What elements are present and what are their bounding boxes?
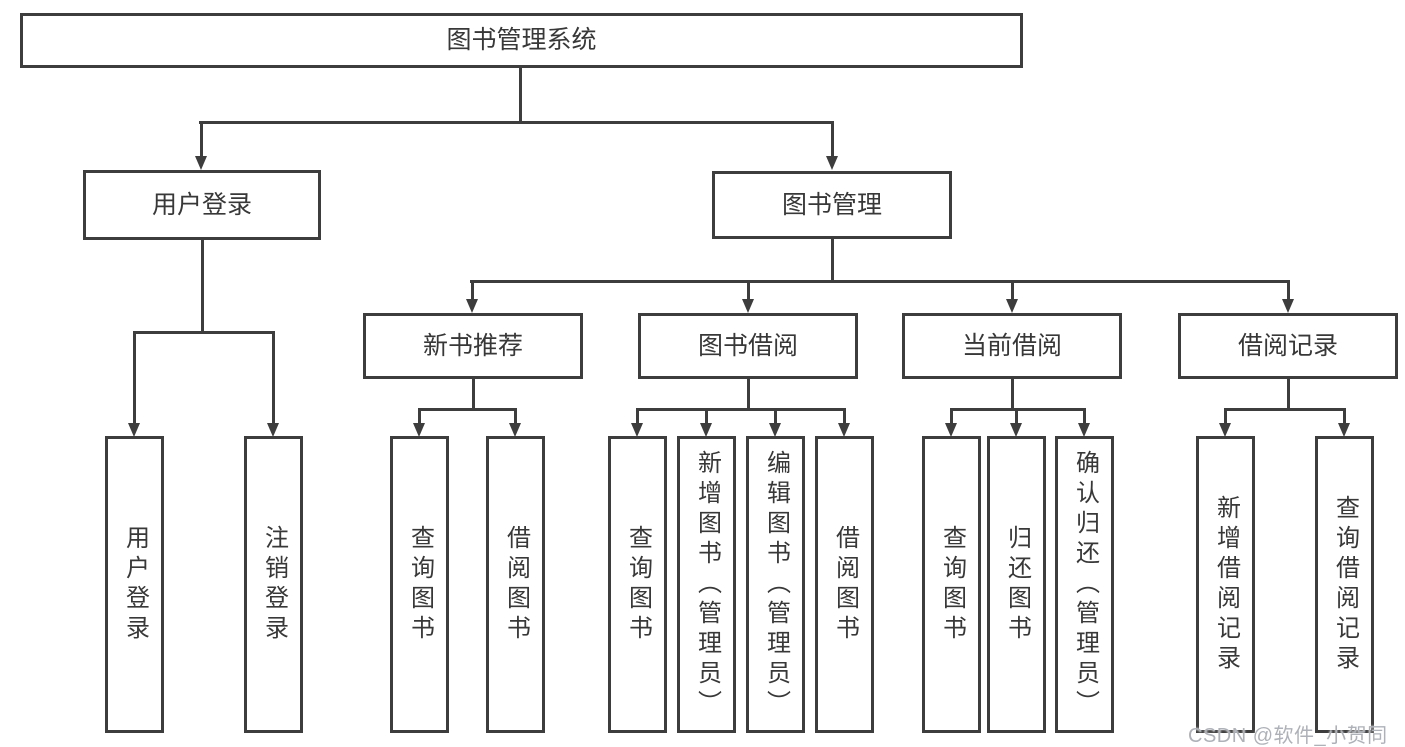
connector-drop-leaf-user-login — [133, 331, 136, 423]
connector-drop-recommend — [470, 280, 474, 299]
connector-drop — [1015, 408, 1018, 423]
arrow-down-icon — [1010, 423, 1022, 437]
arrow-down-icon — [1219, 423, 1231, 437]
connector-book-management-stem — [830, 239, 834, 280]
node-user-login: 用户登录 — [83, 170, 321, 240]
connector-current-bar — [950, 408, 1086, 411]
leaf-query-books-borrow-label: 查询图书 — [624, 524, 652, 645]
leaf-borrow-books-recommend-label: 借阅图书 — [502, 524, 530, 645]
connector-drop — [705, 408, 708, 423]
connector-drop — [514, 408, 517, 423]
arrow-down-icon — [195, 156, 207, 170]
connector-drop-borrowing — [746, 280, 750, 299]
node-user-login-label: 用户登录 — [151, 190, 252, 219]
connector-drop-book-management — [830, 121, 834, 156]
connector-drop — [1083, 408, 1086, 423]
leaf-query-books-current: 查询图书 — [922, 436, 981, 733]
connector-drop — [1224, 408, 1227, 423]
connector-records-bar — [1224, 408, 1346, 411]
connector-drop-current — [1010, 280, 1014, 299]
leaf-logout: 注销登录 — [244, 436, 303, 733]
leaf-query-books-recommend: 查询图书 — [390, 436, 449, 733]
connector-recommend-bar — [418, 408, 517, 411]
connector-current-stem — [1010, 379, 1014, 408]
arrow-down-icon — [769, 423, 781, 437]
connector-root-bar — [199, 121, 834, 124]
node-book-management-label: 图书管理 — [781, 190, 882, 219]
node-current-borrowing-label: 当前借阅 — [961, 331, 1062, 360]
arrow-down-icon — [1005, 299, 1018, 313]
leaf-add-borrow-record: 新增借阅记录 — [1196, 436, 1255, 733]
leaf-add-borrow-record-label: 新增借阅记录 — [1212, 494, 1240, 675]
arrow-down-icon — [838, 423, 850, 437]
connector-records-stem — [1286, 379, 1290, 408]
arrow-down-icon — [1078, 423, 1090, 437]
node-library-system: 图书管理系统 — [20, 13, 1023, 68]
leaf-user-login: 用户登录 — [105, 436, 164, 733]
arrow-down-icon — [631, 423, 643, 437]
node-borrowing-records-label: 借阅记录 — [1237, 331, 1338, 360]
leaf-query-borrow-record: 查询借阅记录 — [1315, 436, 1374, 733]
arrow-down-icon — [413, 423, 425, 437]
node-book-management: 图书管理 — [712, 171, 952, 239]
leaf-add-books-admin: 新增图书（管理员） — [677, 436, 736, 733]
connector-drop — [636, 408, 639, 423]
connector-drop — [843, 408, 846, 423]
node-borrowing-records: 借阅记录 — [1178, 313, 1398, 379]
connector-drop-user-login — [200, 121, 203, 156]
leaf-return-books-label: 归还图书 — [1003, 524, 1031, 645]
node-current-borrowing: 当前借阅 — [902, 313, 1122, 379]
arrow-down-icon — [1338, 423, 1350, 437]
leaf-edit-books-admin: 编辑图书（管理员） — [746, 436, 805, 733]
arrow-down-icon — [1281, 299, 1294, 313]
leaf-borrow-books-recommend: 借阅图书 — [486, 436, 545, 733]
leaf-query-books-borrow: 查询图书 — [608, 436, 667, 733]
leaf-user-login-label: 用户登录 — [121, 524, 149, 645]
connector-drop — [418, 408, 421, 423]
connector-drop — [1343, 408, 1346, 423]
leaf-query-books-recommend-label: 查询图书 — [406, 524, 434, 645]
connector-drop — [950, 408, 953, 423]
leaf-add-books-admin-label: 新增图书（管理员） — [693, 449, 721, 720]
leaf-confirm-return-admin: 确认归还（管理员） — [1055, 436, 1114, 733]
leaf-query-books-current-label: 查询图书 — [938, 524, 966, 645]
arrow-down-icon — [825, 156, 838, 170]
connector-drop-leaf-logout — [272, 331, 275, 423]
arrow-down-icon — [945, 423, 957, 437]
arrow-down-icon — [128, 423, 140, 437]
leaf-borrow-books-label: 借阅图书 — [831, 524, 859, 645]
node-book-borrowing-label: 图书借阅 — [697, 331, 798, 360]
connector-borrowing-bar — [636, 408, 846, 411]
connector-user-login-stem — [200, 240, 204, 331]
node-library-system-label: 图书管理系统 — [446, 26, 597, 54]
arrow-down-icon — [267, 423, 279, 437]
node-new-book-recommendation-label: 新书推荐 — [422, 331, 523, 360]
connector-recommend-stem — [471, 379, 475, 408]
watermark: CSDN @软件_小贺同学 — [1188, 725, 1388, 747]
connector-borrowing-stem — [746, 379, 750, 408]
leaf-logout-label: 注销登录 — [260, 524, 288, 645]
leaf-confirm-return-admin-label: 确认归还（管理员） — [1071, 449, 1099, 720]
arrow-down-icon — [465, 299, 478, 313]
leaf-return-books: 归还图书 — [987, 436, 1046, 733]
connector-drop — [774, 408, 777, 423]
connector-user-login-bar — [133, 331, 274, 334]
connector-root-stem — [519, 68, 522, 121]
connector-drop-records — [1286, 280, 1290, 299]
leaf-query-borrow-record-label: 查询借阅记录 — [1331, 494, 1359, 675]
connector-book-management-bar — [470, 280, 1290, 283]
arrow-down-icon — [700, 423, 712, 437]
leaf-borrow-books: 借阅图书 — [815, 436, 874, 733]
node-book-borrowing: 图书借阅 — [638, 313, 858, 379]
arrow-down-icon — [741, 299, 754, 313]
node-new-book-recommendation: 新书推荐 — [363, 313, 583, 379]
leaf-edit-books-admin-label: 编辑图书（管理员） — [762, 449, 790, 720]
arrow-down-icon — [509, 423, 521, 437]
